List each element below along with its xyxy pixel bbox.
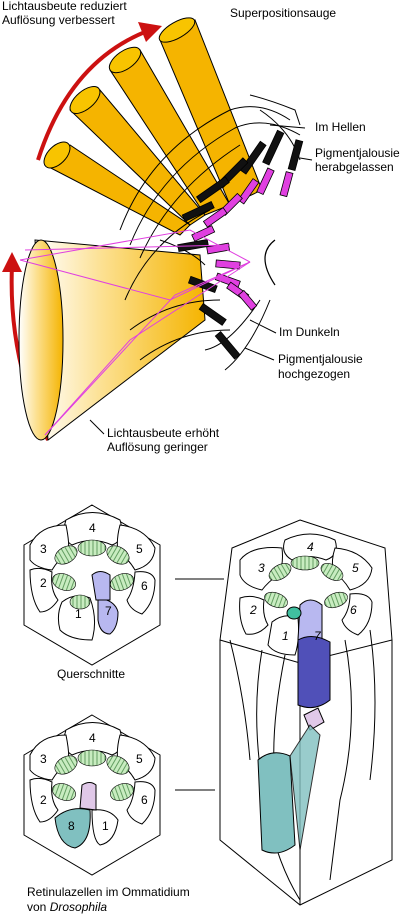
caption-line-1: Retinulazellen im Ommatidium (27, 885, 190, 899)
cs1-cell-4: 4 (89, 521, 96, 535)
label-pigment-up-2: hochgezogen (278, 367, 350, 381)
retina-arc (264, 239, 276, 286)
light-rays (19, 229, 251, 436)
superposition-eye-diagram: Lichtausbeute reduziert Auflösung verbes… (2, 0, 400, 454)
pigment-screens (177, 129, 304, 360)
omm-cell-4: 4 (307, 540, 314, 554)
label-pigment-up-1: Pigmentjalousie (278, 352, 363, 366)
cs1-cell-6: 6 (141, 579, 148, 593)
cs1-cell-3: 3 (40, 542, 47, 556)
omm-cell-7: 7 (314, 629, 322, 643)
omm-cell-2: 2 (249, 603, 257, 617)
red-arrowhead-left (2, 252, 22, 272)
label-bottom-1: Lichtausbeute erhöht (107, 426, 220, 440)
cs2-cell-4: 4 (89, 731, 96, 745)
label-pigment-down-1: Pigmentjalousie (315, 146, 400, 160)
omm-cell-5: 5 (352, 561, 359, 575)
caption-line-2: von Drosophila (27, 900, 107, 914)
cross-section-bottom: 4 3 5 2 6 8 1 (23, 714, 161, 876)
leader-lines (89, 124, 313, 435)
cs2-cell-3: 3 (40, 752, 47, 766)
label-top-left-1: Lichtausbeute reduziert (2, 0, 127, 13)
omm-cell-3: 3 (258, 561, 265, 575)
cs2-cell-6: 6 (141, 793, 148, 807)
label-top-left-2: Auflösung verbessert (2, 13, 115, 27)
omm-cell-6: 6 (350, 603, 357, 617)
cone-dark-adapted (18, 239, 206, 441)
cs2-cell-2: 2 (40, 793, 47, 807)
cs1-cell-5: 5 (136, 542, 143, 556)
label-pigment-down-2: herabgelassen (315, 160, 394, 174)
label-bottom-2: Auflösung geringer (107, 440, 208, 454)
cs1-cell-7: 7 (105, 604, 112, 618)
title-superpositionsauge: Superpositionsauge (230, 6, 336, 20)
label-querschnitte: Querschnitte (57, 667, 125, 681)
omm-cell-1: 1 (282, 629, 289, 643)
cs2-cell-1: 1 (102, 819, 109, 833)
cones-light-adapted (43, 17, 263, 236)
red-arrowhead-top (138, 22, 162, 42)
cs2-cell-8: 8 (68, 819, 75, 833)
label-im-hellen: Im Hellen (315, 120, 366, 134)
red-arrow-top (36, 28, 151, 161)
cs2-cell-5: 5 (136, 752, 143, 766)
ommatidium-3d: 4 3 5 2 6 1 7 (219, 519, 393, 906)
label-im-dunkeln: Im Dunkeln (279, 325, 340, 339)
cs1-cell-2: 2 (40, 576, 47, 590)
cs1-cell-1: 1 (75, 607, 82, 621)
cross-section-top: 4 3 5 2 6 1 7 (23, 504, 161, 666)
